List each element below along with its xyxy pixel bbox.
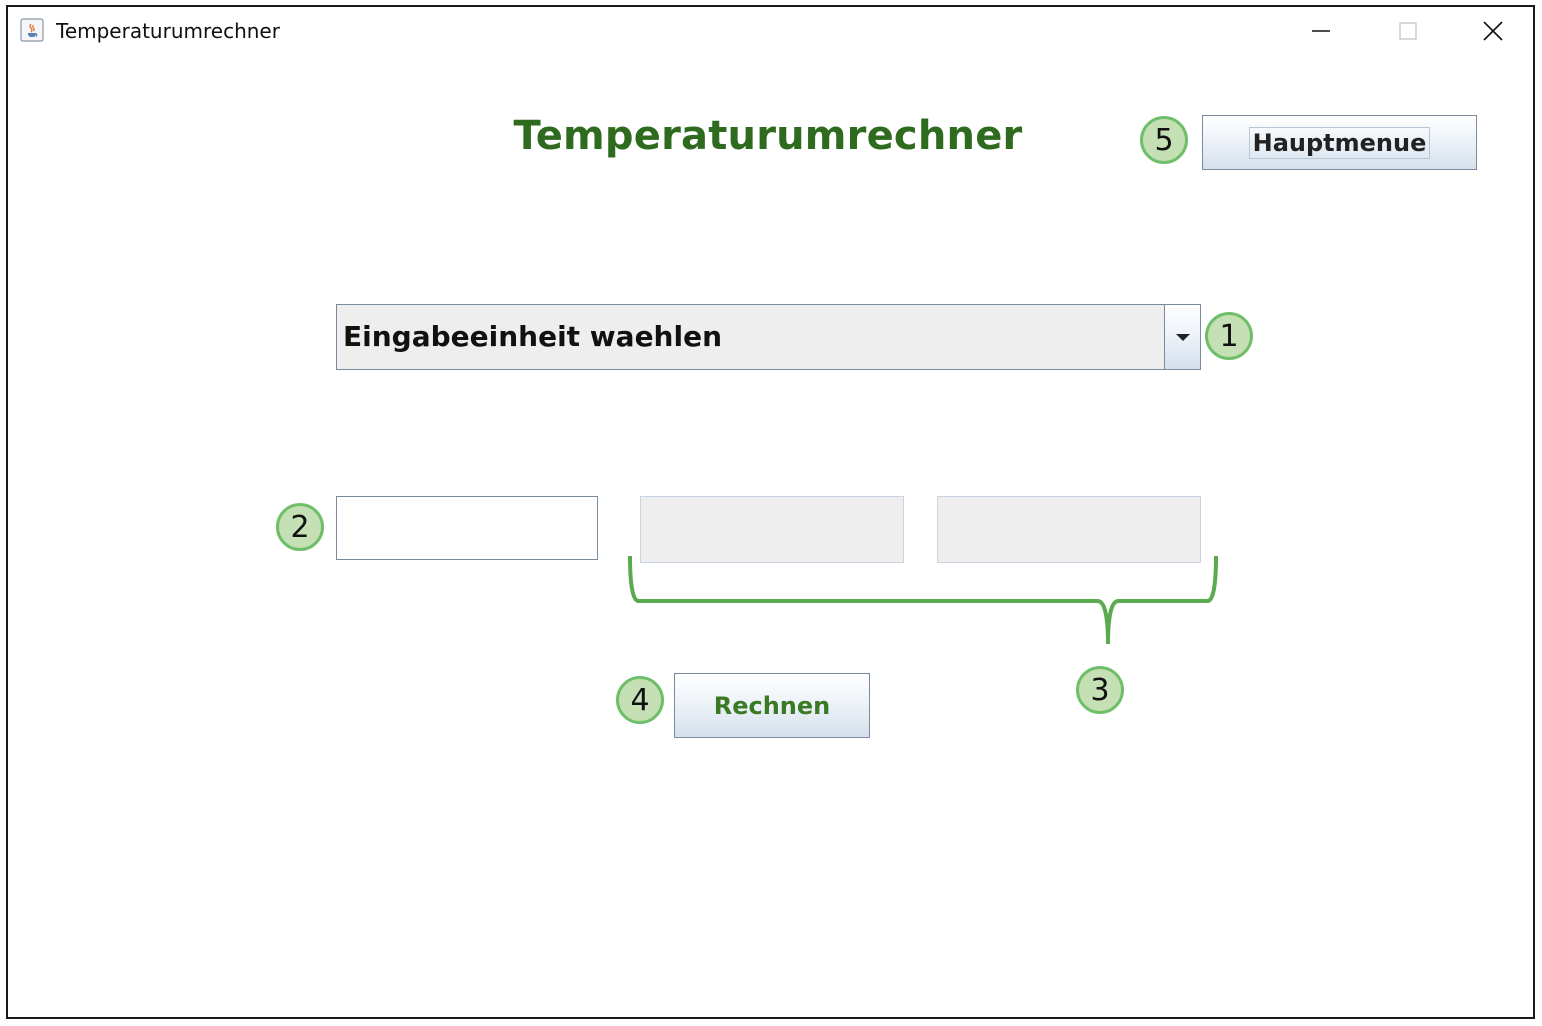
input-unit-select[interactable]: Eingabeeinheit waehlen — [336, 304, 1201, 370]
annotation-badge-4: 4 — [616, 676, 664, 724]
dropdown-arrow-button[interactable] — [1164, 305, 1200, 369]
maximize-button[interactable] — [1378, 13, 1438, 49]
calculate-button[interactable]: Rechnen — [674, 673, 870, 738]
annotation-badge-2: 2 — [276, 503, 324, 551]
input-unit-select-value: Eingabeeinheit waehlen — [343, 320, 723, 353]
app-window: Temperaturumrechner Temperaturumrechner … — [6, 5, 1535, 1019]
minimize-button[interactable] — [1291, 13, 1351, 49]
title-bar: Temperaturumrechner — [8, 7, 1533, 55]
window-title: Temperaturumrechner — [56, 19, 280, 43]
maximize-icon — [1399, 22, 1417, 40]
result-field-1 — [640, 496, 904, 563]
java-app-icon — [20, 18, 44, 42]
temperature-input-field[interactable] — [336, 496, 598, 560]
minimize-icon — [1312, 30, 1330, 32]
main-menu-button[interactable]: Hauptmenue — [1202, 115, 1477, 170]
close-button[interactable] — [1463, 13, 1523, 49]
calculate-button-label: Rechnen — [713, 691, 831, 720]
annotation-badge-1: 1 — [1205, 312, 1253, 360]
annotation-badge-5: 5 — [1140, 116, 1188, 164]
result-fields-brace — [628, 555, 1218, 645]
page-title: Temperaturumrechner — [513, 113, 1023, 159]
annotation-badge-3: 3 — [1076, 666, 1124, 714]
result-field-2 — [937, 496, 1201, 563]
main-menu-button-label: Hauptmenue — [1248, 126, 1431, 159]
close-icon — [1483, 21, 1503, 41]
chevron-down-icon — [1175, 333, 1190, 341]
